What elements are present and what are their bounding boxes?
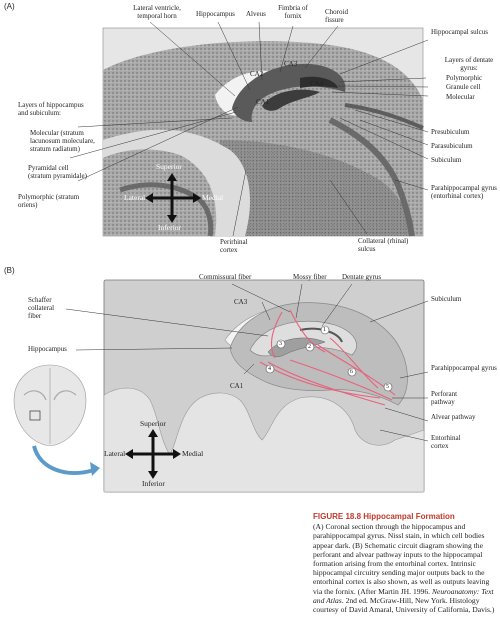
label-dentate-gyrus: Dentate gyrus xyxy=(342,273,381,281)
figure-caption: FIGURE 18.8 Hippocampal Formation (A) Co… xyxy=(313,512,495,614)
label-choroid-fissure: Choroid fissure xyxy=(325,8,355,24)
axis-b-medial: Medial xyxy=(182,450,203,458)
node-number-4: 4 xyxy=(268,365,271,373)
label-mossy: Mossy fiber xyxy=(293,273,327,281)
label-schaffer: Schaffer collateral fiber xyxy=(28,296,68,320)
label-ca4-a: CA4 xyxy=(310,80,323,88)
label-entorhinal: Entorhinal cortex xyxy=(431,434,477,450)
label-ca3-b: CA3 xyxy=(234,298,247,306)
brain-thumbnail xyxy=(14,365,100,476)
label-presubiculum: Presubiculum xyxy=(431,128,470,136)
node-number-2: 2 xyxy=(308,343,311,351)
panel-a-section xyxy=(103,28,423,236)
figure-number: FIGURE 18.8 xyxy=(313,512,361,521)
label-parasubiculum: Parasubiculum xyxy=(431,142,473,150)
axis-b-inferior: Inferior xyxy=(142,480,165,488)
axis-b-superior: Superior xyxy=(140,420,166,428)
caption-text-1: (A) Coronal section through the hippocam… xyxy=(313,522,489,595)
label-hippocampus-a: Hippocampus xyxy=(196,10,235,18)
node-number-6: 6 xyxy=(350,368,353,376)
label-perforant: Perforant pathway xyxy=(431,390,477,406)
label-polymorphic-dentate: Polymorphic xyxy=(446,74,482,82)
label-perirhinal: Perirhinal cortex xyxy=(220,238,260,254)
label-parahippocampal-a: Parahippocampal gyrus (entorhinal cortex… xyxy=(431,184,499,200)
label-ca3-a: CA3 xyxy=(284,60,297,68)
axis-a-lateral: Lateral xyxy=(124,194,145,202)
label-parahippocampal-b: Parahippocampal gyrus xyxy=(431,364,499,372)
axis-a-superior: Superior xyxy=(156,163,182,171)
label-ca1-b: CA1 xyxy=(230,382,243,390)
label-hippocampal-sulcus: Hippocampal sulcus xyxy=(431,28,491,36)
label-layers-dentate: Layers of dentate gyrus: xyxy=(439,56,499,72)
label-molecular-hippo: Molecular (stratum lacunosum moleculare,… xyxy=(30,129,102,153)
figure-title: Hippocampal Formation xyxy=(363,512,455,521)
axis-a-inferior: Inferior xyxy=(158,224,181,232)
label-granule-cell: Granule cell xyxy=(446,83,480,91)
node-number-5: 5 xyxy=(386,383,389,391)
label-collateral-sulcus: Collateral (rhinal) sulcus xyxy=(358,237,414,253)
label-ca1-a: CA1 xyxy=(256,98,269,106)
node-number-1: 1 xyxy=(323,326,326,334)
label-subiculum-a: Subiculum xyxy=(431,156,461,164)
label-polymorphic-hippo: Polymorphic (stratum oriens) xyxy=(18,193,90,209)
label-alvear: Alvear pathway xyxy=(431,413,477,421)
label-layers-hippocampus: Layers of hippocampus and subiculum: xyxy=(18,101,88,117)
label-lateral-ventricle: Lateral ventricle, temporal horn xyxy=(122,4,192,20)
label-alveus: Alveus xyxy=(246,10,266,18)
panel-b-letter: (B) xyxy=(4,266,15,275)
label-commissural: Commissural fiber xyxy=(199,273,251,281)
label-molecular-dentate: Molecular xyxy=(446,93,475,101)
label-subiculum-b: Subiculum xyxy=(431,295,461,303)
figure-heading: FIGURE 18.8 Hippocampal Formation xyxy=(313,512,495,521)
axis-a-medial: Medial xyxy=(202,194,223,202)
axis-b-lateral: Lateral xyxy=(104,450,125,458)
label-ca2-a: CA2 xyxy=(250,70,263,78)
label-pyramidal: Pyramidal cell (stratum pyramidale) xyxy=(28,164,90,180)
label-fimbria: Fimbria of fornix xyxy=(276,4,310,20)
label-hippocampus-b: Hippocampus xyxy=(28,345,67,353)
node-number-3: 3 xyxy=(279,340,282,348)
